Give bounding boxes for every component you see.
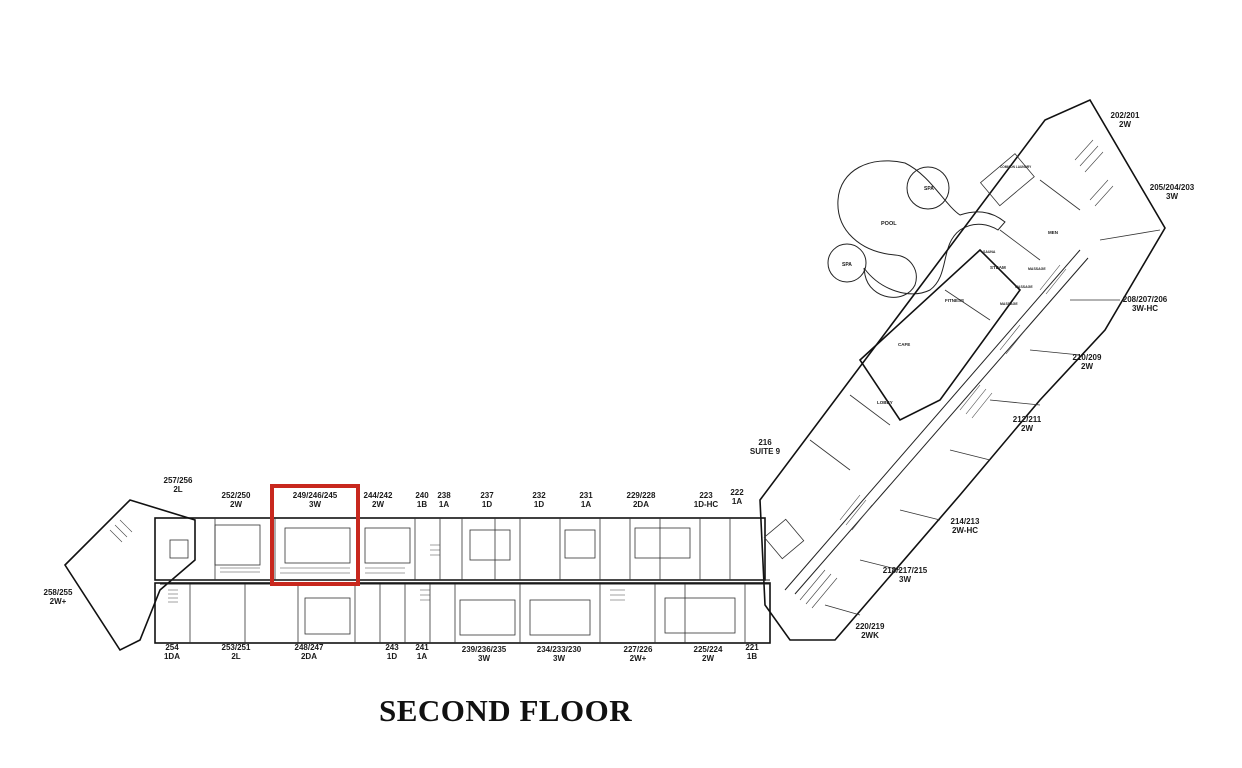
unit-number: 248/247: [295, 643, 324, 652]
unit-type: 1A: [439, 500, 449, 509]
unit-number: 244/242: [364, 491, 393, 500]
unit-number: 227/226: [624, 645, 653, 654]
cafe-label: CAFE: [898, 342, 910, 347]
spa-left-label: SPA: [842, 262, 852, 268]
fixture-hatching: [109, 139, 1114, 609]
unit-number: 212/211: [1013, 415, 1042, 424]
unit-type: 1D: [387, 652, 397, 661]
unit-number: 238: [437, 491, 451, 500]
unit-type: 1DA: [164, 652, 180, 661]
main-corridor-south: [154, 582, 771, 644]
spa-left-outline: [827, 243, 867, 283]
unit-type: 3W: [478, 654, 490, 663]
unit-number: 240: [415, 491, 429, 500]
unit-number: 231: [579, 491, 593, 500]
unit-type: 1A: [732, 497, 742, 506]
unit-number: 232: [532, 491, 546, 500]
unit-type: 2W: [372, 500, 384, 509]
ne-partitions: [169, 153, 1161, 616]
unit-type: 2WK: [861, 631, 879, 640]
unit-number: 210/209: [1073, 353, 1102, 362]
unit-number: 254: [165, 643, 179, 652]
massage-label-3: MASSAGE: [1000, 302, 1018, 306]
unit-number: 216: [758, 438, 772, 447]
main-corridor-north: [154, 517, 766, 581]
unit-number: 223: [699, 491, 713, 500]
unit-number: 243: [385, 643, 399, 652]
unit-type: 2L: [173, 485, 182, 494]
laundry-label: COMMON LAUNDRY: [1000, 165, 1032, 169]
unit-number: 249/246/245: [293, 491, 338, 500]
unit-number: 214/213: [951, 517, 980, 526]
floor-title: SECOND FLOOR: [379, 693, 633, 728]
unit-type: SUITE 9: [750, 447, 781, 456]
highlighted-unit-box[interactable]: [270, 484, 360, 586]
unit-type: 3W-HC: [1132, 304, 1158, 313]
unit-type: 2W+: [630, 654, 647, 663]
unit-type: 1B: [747, 652, 757, 661]
unit-type: 2W: [702, 654, 714, 663]
unit-type: 1A: [417, 652, 427, 661]
northeast-wing: [759, 98, 1166, 641]
unit-number: 218/217/215: [883, 566, 928, 575]
unit-type: 1D-HC: [694, 500, 719, 509]
fitness-label: FITNESS: [945, 298, 964, 303]
unit-number: 225/224: [694, 645, 723, 654]
steam-label: STEAM: [990, 265, 1006, 270]
unit-number: 257/256: [164, 476, 193, 485]
unit-number: 252/250: [222, 491, 251, 500]
massage-label-1: MASSAGE: [1028, 267, 1046, 271]
pool-outline: [837, 160, 1006, 298]
sauna-label: SAUNA: [983, 250, 996, 254]
lobby-core: [858, 248, 1022, 422]
unit-number: 258/255: [44, 588, 73, 597]
men-label: MEN: [1048, 230, 1058, 235]
south-partitions: [189, 584, 746, 643]
unit-number: 237: [480, 491, 494, 500]
massage-label-2: MASSAGE: [1015, 285, 1033, 289]
unit-labels: 202/2012W205/204/2033W208/207/2063W-HC21…: [44, 111, 1195, 663]
unit-number: 229/228: [627, 491, 656, 500]
corridor-lines: [160, 249, 1089, 595]
unit-number: 220/219: [856, 622, 885, 631]
unit-type: 3W: [1166, 192, 1178, 201]
unit-type: 3W: [309, 500, 321, 509]
unit-type: 1D: [482, 500, 492, 509]
spa-top-label: SPA: [924, 186, 934, 192]
unit-number: 241: [415, 643, 429, 652]
west-wing: [63, 499, 196, 652]
unit-number: 222: [730, 488, 744, 497]
lobby-label: LOBBY: [877, 400, 893, 405]
unit-type: 2W: [1021, 424, 1033, 433]
pool-label: POOL: [881, 221, 897, 227]
unit-type: 2DA: [633, 500, 649, 509]
spa-top-outline: [906, 166, 950, 210]
unit-number: 234/233/230: [537, 645, 582, 654]
north-partitions: [214, 518, 731, 580]
building-outline: [63, 98, 1166, 652]
unit-number: 208/207/206: [1123, 295, 1168, 304]
unit-number: 205/204/203: [1150, 183, 1195, 192]
unit-type: 1A: [581, 500, 591, 509]
unit-number: 239/236/235: [462, 645, 507, 654]
unit-number: 221: [745, 643, 759, 652]
unit-type: 1D: [534, 500, 544, 509]
unit-type: 2L: [231, 652, 240, 661]
unit-type: 3W: [899, 575, 911, 584]
unit-type: 2DA: [301, 652, 317, 661]
unit-type: 2W+: [50, 597, 67, 606]
unit-type: 2W: [1119, 120, 1131, 129]
unit-number: 253/251: [222, 643, 251, 652]
unit-type: 2W: [1081, 362, 1093, 371]
unit-type: 3W: [553, 654, 565, 663]
unit-type: 2W: [230, 500, 242, 509]
pool-area: [827, 160, 1006, 298]
unit-number: 202/201: [1111, 111, 1140, 120]
unit-type: 1B: [417, 500, 427, 509]
unit-type: 2W-HC: [952, 526, 978, 535]
